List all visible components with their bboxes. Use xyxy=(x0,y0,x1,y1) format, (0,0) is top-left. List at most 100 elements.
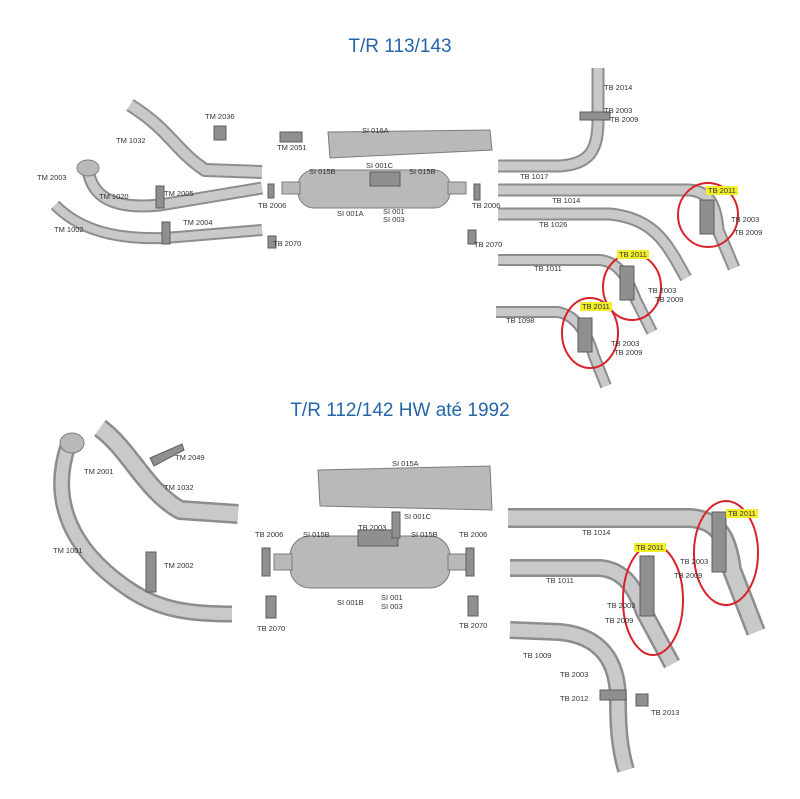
label-tm2049: TM 2049 xyxy=(175,453,205,462)
highlight-tb2011-top-2 xyxy=(617,250,649,259)
tm2005-clamp-icon xyxy=(155,185,165,209)
label-tb2070-left: TB 2070 xyxy=(257,624,285,633)
label-si001: SI 001 xyxy=(381,593,403,602)
label-tb2009-d: TB 2009 xyxy=(614,348,642,357)
label-tb2003-b: TB 2003 xyxy=(731,215,759,224)
si001-outlet-bottom xyxy=(447,553,467,571)
si001-inlet-bottom xyxy=(273,553,293,571)
label-tm1002: TM 1002 xyxy=(54,225,84,234)
highlight-circle-bottom-1 xyxy=(693,500,759,606)
label-tb1098: TB 1098 xyxy=(506,316,534,325)
tb2003-tb1009-clamp-icon xyxy=(599,689,627,701)
tb2011-hanger-1-icon xyxy=(699,199,715,235)
label-tb1017: TB 1017 xyxy=(520,172,548,181)
tm2049-bracket-icon xyxy=(149,443,185,467)
highlight-tb2011-top-3 xyxy=(580,302,612,311)
label-tm1001: TM 1001 xyxy=(53,546,83,555)
highlight-circle-top-1 xyxy=(677,182,739,248)
label-si015b-left: SI 015B xyxy=(309,167,336,176)
si015a-heat-shield xyxy=(317,465,493,511)
label-tb2012: TB 2012 xyxy=(560,694,588,703)
bottom-front-pipes xyxy=(53,419,239,623)
label-tb2011-a: TB 2011 xyxy=(728,509,756,518)
si001c-strap-icon xyxy=(391,511,401,539)
label-tb2009-b: TB 2009 xyxy=(605,616,633,625)
label-tb2006-left: TB 2006 xyxy=(255,530,283,539)
label-tb2011-c: TB 2011 xyxy=(582,302,610,311)
label-tm1032: TM 1032 xyxy=(164,483,194,492)
label-tb2070-right: TB 2070 xyxy=(459,621,487,630)
label-tm2036: TM 2036 xyxy=(205,112,235,121)
label-si003: SI 003 xyxy=(381,602,403,611)
highlight-circle-top-3 xyxy=(561,297,619,369)
label-tb2006-left: TB 2006 xyxy=(258,201,286,210)
top-silencer xyxy=(281,129,493,245)
label-tb2070-left: TB 2070 xyxy=(273,239,301,248)
tb2003-top-clamp-icon xyxy=(579,111,611,121)
label-tb2009-b: TB 2009 xyxy=(734,228,762,237)
si001-inlet xyxy=(281,181,301,195)
label-tm2005: TM 2005 xyxy=(164,189,194,198)
label-tb1011: TB 1011 xyxy=(534,264,562,273)
label-tb2003-a: TB 2003 xyxy=(604,106,632,115)
highlight-tb2011-bottom-2 xyxy=(634,543,666,552)
tb2006-bottom-left-clamp-icon xyxy=(261,547,271,577)
label-tb2014: TB 2014 xyxy=(604,83,632,92)
label-tm1020: TM 1020 xyxy=(99,192,129,201)
tb2011-hanger-2-icon xyxy=(619,265,635,301)
bottom-labels: TM 2001 TM 2049 TM 1032 TM 1001 TM 2002 … xyxy=(53,453,758,717)
tb2070-right-clamp-icon xyxy=(467,229,477,245)
label-tb2009-a: TB 2009 xyxy=(674,571,702,580)
label-tb1011: TB 1011 xyxy=(546,576,574,585)
tb2011-bottom-hanger-2-icon xyxy=(639,555,655,617)
label-si001c: SI 001C xyxy=(404,512,432,521)
si016a-heat-shield xyxy=(327,129,493,159)
label-si003: SI 003 xyxy=(383,215,405,224)
label-tb2011-b: TB 2011 xyxy=(619,250,647,259)
label-tb2003-muffler: TB 2003 xyxy=(358,523,386,532)
top-front-pipes xyxy=(50,99,303,249)
label-tb2013: TB 2013 xyxy=(651,708,679,717)
label-tm2002: TM 2002 xyxy=(164,561,194,570)
tb2006-left-clamp-icon xyxy=(267,183,275,199)
label-tb2003-b: TB 2003 xyxy=(607,601,635,610)
tm2051-clamp-icon xyxy=(279,131,303,143)
label-tb1014: TB 1014 xyxy=(582,528,610,537)
label-si015b-right: SI 015B xyxy=(409,167,436,176)
label-tb2006-right: TB 2006 xyxy=(459,530,487,539)
si001c-bracket-icon xyxy=(369,171,401,187)
tb2006-right-clamp-icon xyxy=(473,183,481,201)
tm2036-bracket-icon xyxy=(213,125,227,141)
label-si001a: SI 001A xyxy=(337,209,364,218)
label-tm2004: TM 2004 xyxy=(183,218,213,227)
label-tb2003-c: TB 2003 xyxy=(648,286,676,295)
label-si015b-left: SI 015B xyxy=(303,530,330,539)
tb2070-left-clamp-icon xyxy=(267,235,277,249)
label-si015b-right: SI 015B xyxy=(411,530,438,539)
label-tb2006-right: TB 2006 xyxy=(472,201,500,210)
label-si001: SI 001 xyxy=(383,207,405,216)
tb2011-bottom-hanger-1-icon xyxy=(711,511,727,573)
label-si016a: SI 016A xyxy=(362,126,389,135)
label-si001c: SI 001C xyxy=(366,161,394,170)
tb2070-bottom-left-clamp-icon xyxy=(265,595,277,619)
bottom-tail-pipes xyxy=(508,508,766,773)
highlight-tb2011-bottom-1 xyxy=(726,509,758,518)
label-tb2003-c: TB 2003 xyxy=(560,670,588,679)
label-tb1026: TB 1026 xyxy=(539,220,567,229)
tb2006-bottom-right-clamp-icon xyxy=(465,547,475,577)
tb2011-hanger-3-icon xyxy=(577,317,593,353)
bottom-silencer xyxy=(261,465,493,619)
tb2070-bottom-right-clamp-icon xyxy=(467,595,479,617)
label-tb1009: TB 1009 xyxy=(523,651,551,660)
label-si001b: SI 001B xyxy=(337,598,364,607)
label-tb2009-a: TB 2009 xyxy=(610,115,638,124)
tm2002-hanger-icon xyxy=(145,551,157,593)
label-tb2003-a: TB 2003 xyxy=(680,557,708,566)
tm2004-clamp-icon xyxy=(161,221,171,245)
label-tb2011-b: TB 2011 xyxy=(636,543,664,552)
top-highlight-circles xyxy=(561,182,739,369)
label-tm2003: TM 2003 xyxy=(37,173,67,182)
